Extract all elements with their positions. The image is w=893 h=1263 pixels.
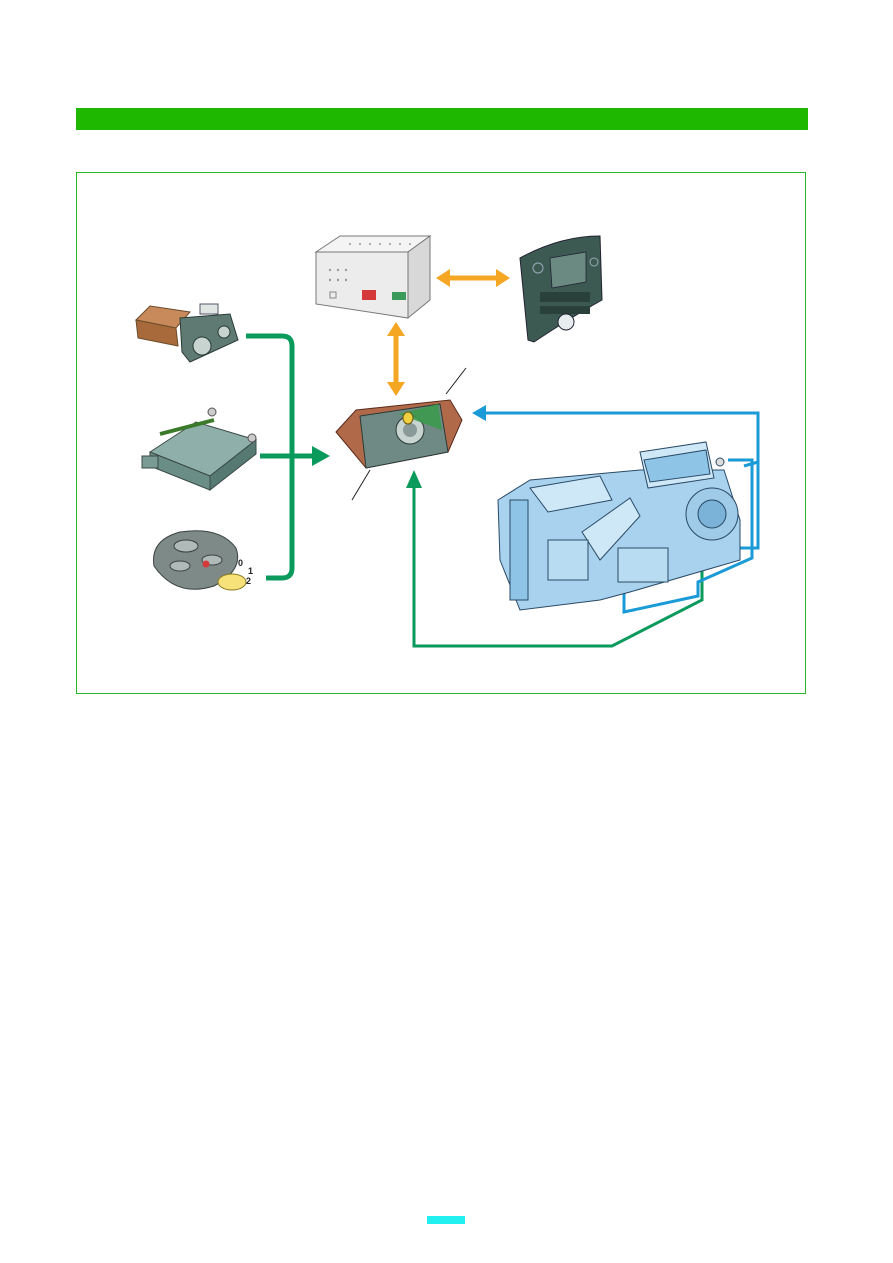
- key-position-1: 1: [248, 566, 253, 576]
- light-switch-icon: [134, 303, 239, 363]
- page-tab: [427, 1216, 465, 1224]
- feedback-signal-line: [412, 488, 704, 648]
- hvac-unit-icon: [497, 441, 741, 611]
- sensor-module-icon: [141, 407, 258, 492]
- input-signal-bus: [246, 333, 312, 581]
- header-bar: [76, 108, 808, 130]
- ignition-switch-icon: 0 1 2: [153, 530, 253, 591]
- radio-unit-icon: [314, 235, 432, 320]
- key-position-2: 2: [246, 576, 251, 586]
- data-link-vertical: [387, 322, 405, 396]
- data-link-horizontal: [436, 269, 510, 287]
- climate-control-unit-icon: [335, 367, 467, 501]
- display-panel-icon: [519, 235, 603, 343]
- figure-frame: [76, 172, 806, 694]
- key-position-0: 0: [238, 558, 243, 568]
